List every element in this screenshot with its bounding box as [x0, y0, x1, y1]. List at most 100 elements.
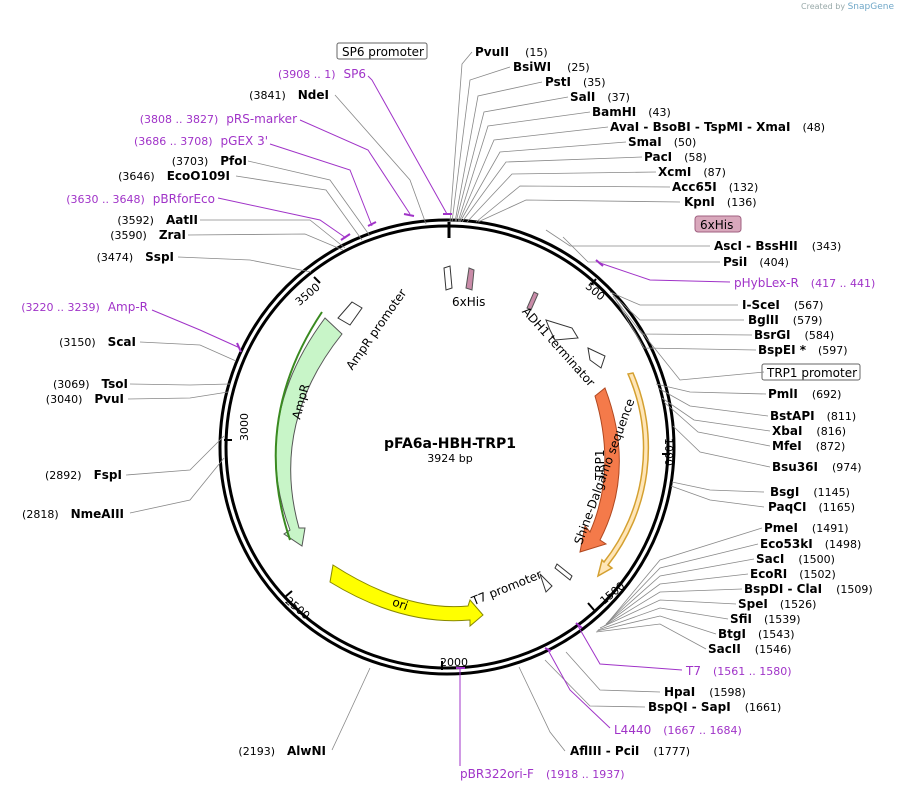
- site-enzyme: BamHI: [592, 105, 636, 119]
- site-position: (3590): [110, 229, 147, 242]
- svg-text:BtgI(1543): BtgI(1543): [718, 627, 795, 641]
- svg-text:(3474)SspI: (3474)SspI: [97, 250, 174, 264]
- svg-text:(3686 .. 3708)pGEX 3': (3686 .. 3708)pGEX 3': [134, 134, 268, 148]
- primer-labels: (3908 .. 1)SP6 (3808 .. 3827)pRS-marker …: [21, 67, 875, 781]
- site-position: (2193): [238, 745, 275, 758]
- svg-text:SacI(1500): SacI(1500): [756, 552, 835, 566]
- site-enzyme: SalI: [570, 90, 595, 104]
- sp6-promoter-arrow: [443, 265, 453, 291]
- site-enzyme: Bsu36I: [772, 460, 818, 474]
- site-enzyme: BsrGI: [754, 328, 791, 342]
- svg-text:(3220 .. 3239)Amp-R: (3220 .. 3239)Amp-R: [21, 300, 148, 314]
- site-enzyme: PaqCI: [768, 500, 806, 514]
- t7-promoter-label: T7 promoter: [469, 567, 544, 608]
- site-position: (3150): [59, 336, 96, 349]
- site-position: (1509): [836, 583, 873, 596]
- site-enzyme: PmlI: [768, 387, 798, 401]
- site-enzyme: PvuI: [94, 392, 124, 406]
- primer-name: pBRforEco: [153, 192, 215, 206]
- svg-text:SalI(37): SalI(37): [570, 90, 630, 104]
- svg-text:KpnI(136): KpnI(136): [684, 195, 757, 209]
- site-position: (567): [794, 299, 824, 312]
- primer-name: SP6: [344, 67, 367, 81]
- site-enzyme: NdeI: [298, 88, 329, 102]
- svg-text:(3150)ScaI: (3150)ScaI: [59, 335, 136, 349]
- site-enzyme: BglII: [748, 313, 779, 327]
- svg-text:BsgI(1145): BsgI(1145): [770, 485, 850, 499]
- site-position: (1526): [780, 598, 817, 611]
- site-position: (1165): [818, 501, 855, 514]
- svg-text:(3841)NdeI: (3841)NdeI: [249, 88, 329, 102]
- sixhis-feature-arrow: [465, 267, 475, 291]
- site-position: (974): [832, 461, 862, 474]
- primer-name: pHybLex-R: [734, 276, 799, 290]
- site-enzyme: BspDI - ClaI: [744, 582, 822, 596]
- site-position: (1543): [758, 628, 795, 641]
- primer-range: (1918 .. 1937): [546, 768, 625, 781]
- plasmid-name: pFA6a-HBH-TRP1: [384, 436, 516, 452]
- primer-name: pRS-marker: [226, 112, 297, 126]
- shine-dalgarno-marker: [554, 563, 573, 581]
- primer-range: (3630 .. 3648): [66, 193, 145, 206]
- svg-text:SpeI(1526): SpeI(1526): [738, 597, 816, 611]
- svg-text:L4440(1667 .. 1684): L4440(1667 .. 1684): [614, 723, 742, 737]
- sixhis-box-label: 6xHis: [700, 218, 733, 232]
- svg-text:BstAPI(811): BstAPI(811): [770, 409, 856, 423]
- site-position: (579): [793, 314, 823, 327]
- svg-text:BamHI(43): BamHI (43): [592, 105, 671, 119]
- site-enzyme: NmeAIII: [71, 507, 124, 521]
- trp1-promoter-arrow: [587, 347, 606, 369]
- site-position: (3040): [46, 393, 83, 406]
- site-position: (43): [648, 106, 671, 119]
- site-enzyme: MfeI: [772, 439, 802, 453]
- svg-text:Eco53kI(1498): Eco53kI(1498): [760, 537, 861, 551]
- site-enzyme: SmaI: [628, 135, 662, 149]
- created-by-text: Created by: [801, 2, 846, 11]
- svg-text:PmeI(1491): PmeI(1491): [764, 521, 848, 535]
- primer-name: pBR322ori-F: [460, 767, 534, 781]
- trp1-arrow: [579, 387, 620, 553]
- site-enzyme: SspI: [145, 250, 174, 264]
- svg-text:HpaI(1598): HpaI (1598): [664, 685, 746, 699]
- sixhis-feature-arrow-2: [526, 291, 539, 311]
- site-enzyme: HpaI: [664, 685, 695, 699]
- site-position: (597): [818, 344, 848, 357]
- svg-text:(2193)AlwNI: (2193)AlwNI: [238, 744, 326, 758]
- site-position: (3646): [118, 170, 155, 183]
- svg-text:BsiWI(25): BsiWI(25): [513, 60, 590, 74]
- site-position: (1598): [709, 686, 746, 699]
- site-position: (1145): [813, 486, 850, 499]
- site-position: (1500): [798, 553, 835, 566]
- site-position: (3592): [117, 214, 154, 227]
- primer-range: (1561 .. 1580): [713, 665, 792, 678]
- trp1-label: TRP1: [593, 449, 607, 481]
- site-enzyme: I-SceI: [742, 298, 780, 312]
- svg-text:pHybLex-R(417 .. 441): pHybLex-R(417 .. 441): [734, 276, 875, 290]
- trp1-outline-arrow: [596, 372, 650, 578]
- site-enzyme: PacI: [644, 150, 672, 164]
- site-position: (35): [583, 76, 606, 89]
- backbone-outer: [218, 218, 676, 676]
- ori-arrow: [329, 564, 484, 628]
- left-leader-lines: [125, 94, 427, 751]
- site-position: (584): [805, 329, 835, 342]
- site-position: (692): [812, 388, 842, 401]
- site-position: (25): [567, 61, 590, 74]
- svg-text:(3646)EcoO109I: (3646)EcoO109I: [118, 169, 230, 183]
- primer-range: (1667 .. 1684): [663, 724, 742, 737]
- svg-text:PstI(35): PstI(35): [545, 75, 606, 89]
- site-enzyme: ZraI: [159, 228, 186, 242]
- primer-leader-lines: [151, 75, 731, 766]
- svg-text:BspEI *(597): BspEI *(597): [758, 343, 848, 357]
- svg-text:XbaI(816): XbaI(816): [772, 424, 846, 438]
- sixhis-box: [694, 215, 742, 233]
- site-position: (15): [525, 46, 548, 59]
- site-position: (1491): [812, 522, 849, 535]
- svg-text:I-SceI(567): I-SceI (567): [742, 298, 823, 312]
- site-position: (50): [674, 136, 697, 149]
- tick-label: 3000: [238, 413, 251, 441]
- svg-text:(2892)FspI: (2892)FspI: [45, 468, 122, 482]
- trp1-promoter-label: TRP1 promoter: [766, 366, 857, 380]
- svg-text:(3908 .. 1)SP6: (3908 .. 1)SP6: [278, 67, 366, 81]
